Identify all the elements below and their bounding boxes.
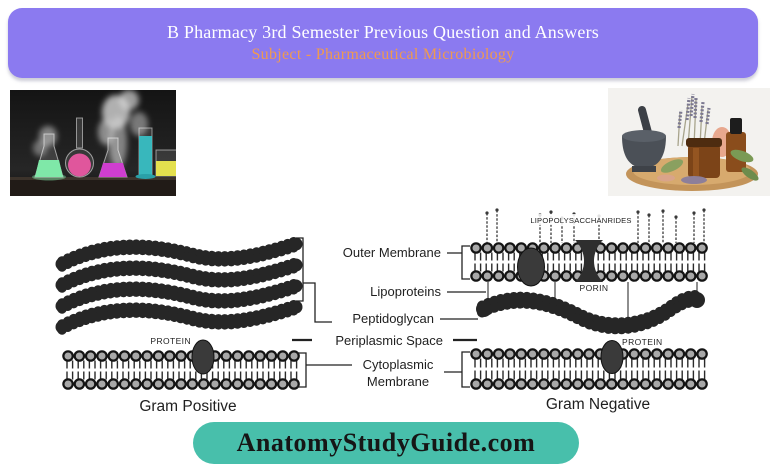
label-lipopolysaccharides: LIPOPOLYSACCHANRIDES — [530, 216, 631, 225]
cytoplasmic-membrane-leader-right — [444, 351, 470, 388]
label-cytoplasmic-membrane-line1: Cytoplasmic — [363, 357, 434, 372]
label-lipoproteins: Lipoproteins — [370, 284, 441, 299]
gram-negative-peptidoglycan-layer — [476, 290, 705, 335]
site-name: AnatomyStudyGuide.com — [236, 428, 536, 457]
beaker-yellow — [155, 149, 176, 177]
erlenmeyer-flask-magenta — [98, 137, 128, 178]
gram-negative-cytoplasmic-membrane — [470, 348, 712, 390]
volumetric-flask-pink — [65, 117, 94, 178]
label-outer-membrane: Outer Membrane — [343, 245, 441, 260]
erlenmeyer-flask-green — [32, 133, 66, 181]
amber-jar — [686, 138, 722, 178]
label-protein-gram-negative: PROTEIN — [622, 337, 663, 347]
cytoplasmic-membrane-leader-left — [297, 352, 352, 388]
mortar-and-pestle — [622, 106, 666, 172]
site-banner: AnatomyStudyGuide.com — [193, 422, 579, 464]
porin-channel — [575, 240, 603, 282]
label-peptidoglycan: Peptidoglycan — [352, 311, 434, 326]
lipoprotein-links — [487, 282, 698, 321]
label-cytoplasmic-membrane-line2: Membrane — [367, 374, 429, 389]
herbal-pharmacy-photo — [608, 88, 770, 196]
outer-membrane-leader — [447, 245, 470, 280]
label-porin: PORIN — [580, 283, 609, 293]
label-protein-gram-positive: PROTEIN — [150, 336, 191, 346]
page-subtitle: Subject - Pharmaceutical Microbiology — [251, 46, 515, 63]
gram-positive-peptidoglycan-layers — [55, 236, 303, 335]
lab-table — [10, 177, 176, 196]
graduated-cylinder-teal — [135, 127, 156, 179]
peptidoglycan-bracket-left — [296, 237, 332, 323]
gram-positive-cytoplasmic-membrane — [62, 350, 305, 390]
header-banner: B Pharmacy 3rd Semester Previous Questio… — [8, 8, 758, 78]
lab-glassware-photo — [10, 90, 176, 196]
label-periplasmic-space: Periplasmic Space — [335, 333, 443, 348]
green-leaves — [660, 149, 759, 181]
membrane-protein-gram-negative — [600, 340, 624, 374]
caption-gram-negative: Gram Negative — [546, 396, 650, 413]
lipopolysaccharide-spikes — [485, 208, 706, 243]
cell-wall-diagram: PROTEIN Gram Positive Outer Membrane Lip… — [55, 208, 712, 415]
page-title: B Pharmacy 3rd Semester Previous Questio… — [166, 22, 600, 42]
lavender-pile — [657, 174, 707, 184]
membrane-protein-gram-positive — [191, 339, 215, 375]
caption-gram-positive: Gram Positive — [139, 398, 236, 415]
lavender-bundle — [677, 93, 711, 147]
outer-membrane-protein — [517, 247, 545, 287]
